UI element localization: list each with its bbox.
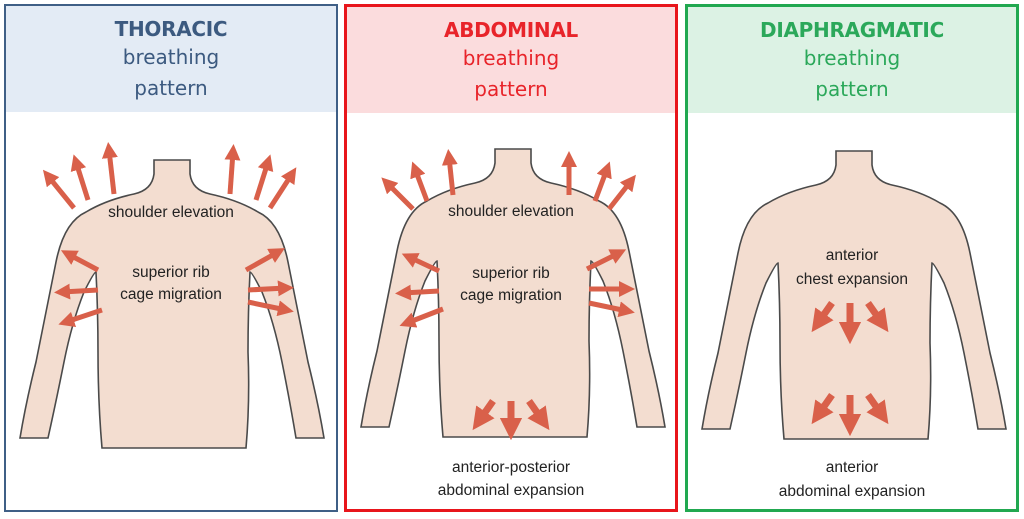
diaphragmatic-subtitle-line1: breathing [803,46,901,70]
abdominal-title: ABDOMINAL [444,18,578,42]
rib-arrows [54,248,294,328]
arrow-icon [224,144,241,195]
thoracic-figure: shoulder elevation superior rib cage mig… [6,112,336,508]
arrow-icon [395,284,440,301]
arrow-icon [585,249,627,272]
arrow-icon [472,398,496,431]
bottom-label-line1: anterior-posterior [451,459,571,476]
arrow-icon [42,169,76,210]
arrow-icon [253,154,274,201]
thoracic-title: THORACIC [114,17,228,41]
torso-illustration [360,148,666,441]
diaphragmatic-figure: anterior chest expansion anterior abdomi… [688,113,1016,509]
bottom-label-line2: abdominal expansion [778,483,926,500]
chest-label-line2: chest expansion [795,271,909,288]
shoulder-elevation-label: shoulder elevation [108,204,234,221]
torso-illustration [701,150,1007,440]
thoracic-subtitle-line2: pattern [134,76,208,100]
diaphragmatic-subtitle-line2: pattern [815,77,889,101]
rib-label-line2: cage migration [120,286,222,303]
bottom-label-line2: abdominal expansion [437,482,585,499]
arrow-icon [401,253,441,274]
abdominal-subtitle-line2: pattern [474,77,548,101]
arrow-icon [70,154,91,201]
chest-arrows [811,300,889,345]
arrow-icon [592,161,612,202]
arrow-icon [54,283,99,300]
abdominal-subtitle-line1: breathing [462,46,560,70]
diaphragmatic-header: DIAPHRAGMATIC breathing pattern [688,7,1016,113]
rib-label-line2: cage migration [460,287,562,304]
arrow-icon [381,177,415,211]
arrow-icon [244,248,285,273]
arrow-icon [526,398,550,431]
arrow-icon [865,300,889,333]
arrow-icon [101,142,118,195]
bottom-label-line1: anterior [825,459,879,476]
torso-illustration [19,142,325,449]
arrow-icon [865,392,889,425]
arrow-icon [811,300,835,333]
arrow-icon [60,250,100,273]
rib-label-line1: superior rib [132,264,210,281]
arrow-icon [588,300,635,318]
rib-label-line1: superior rib [472,265,550,282]
shoulder-elevation-label: shoulder elevation [448,203,574,220]
rib-arrows [395,249,636,328]
diaphragmatic-title: DIAPHRAGMATIC [760,18,944,42]
abdominal-panel: ABDOMINAL breathing pattern [344,4,678,512]
abdominal-header: ABDOMINAL breathing pattern [347,7,675,113]
arrow-icon [58,307,103,328]
abdominal-arrows [811,392,889,437]
arrow-icon [410,161,430,202]
arrow-icon [247,299,294,317]
arrow-icon [441,149,458,196]
shoulder-arrows [381,149,636,211]
abdominal-arrows [472,398,550,441]
arrow-icon [399,306,444,328]
arrow-icon [267,167,297,210]
chest-label-line1: anterior [825,247,879,264]
thoracic-header: THORACIC breathing pattern [6,6,336,112]
thoracic-panel: THORACIC breathing pattern sh [4,4,338,512]
shoulder-arrows [42,142,297,210]
arrow-icon [607,174,636,211]
diaphragmatic-panel: DIAPHRAGMATIC breathing pattern anterior… [685,4,1019,512]
arrow-icon [811,392,835,425]
thoracic-subtitle-line1: breathing [122,45,220,69]
arrow-icon [247,280,294,297]
abdominal-figure: shoulder elevation superior rib cage mig… [347,113,675,509]
